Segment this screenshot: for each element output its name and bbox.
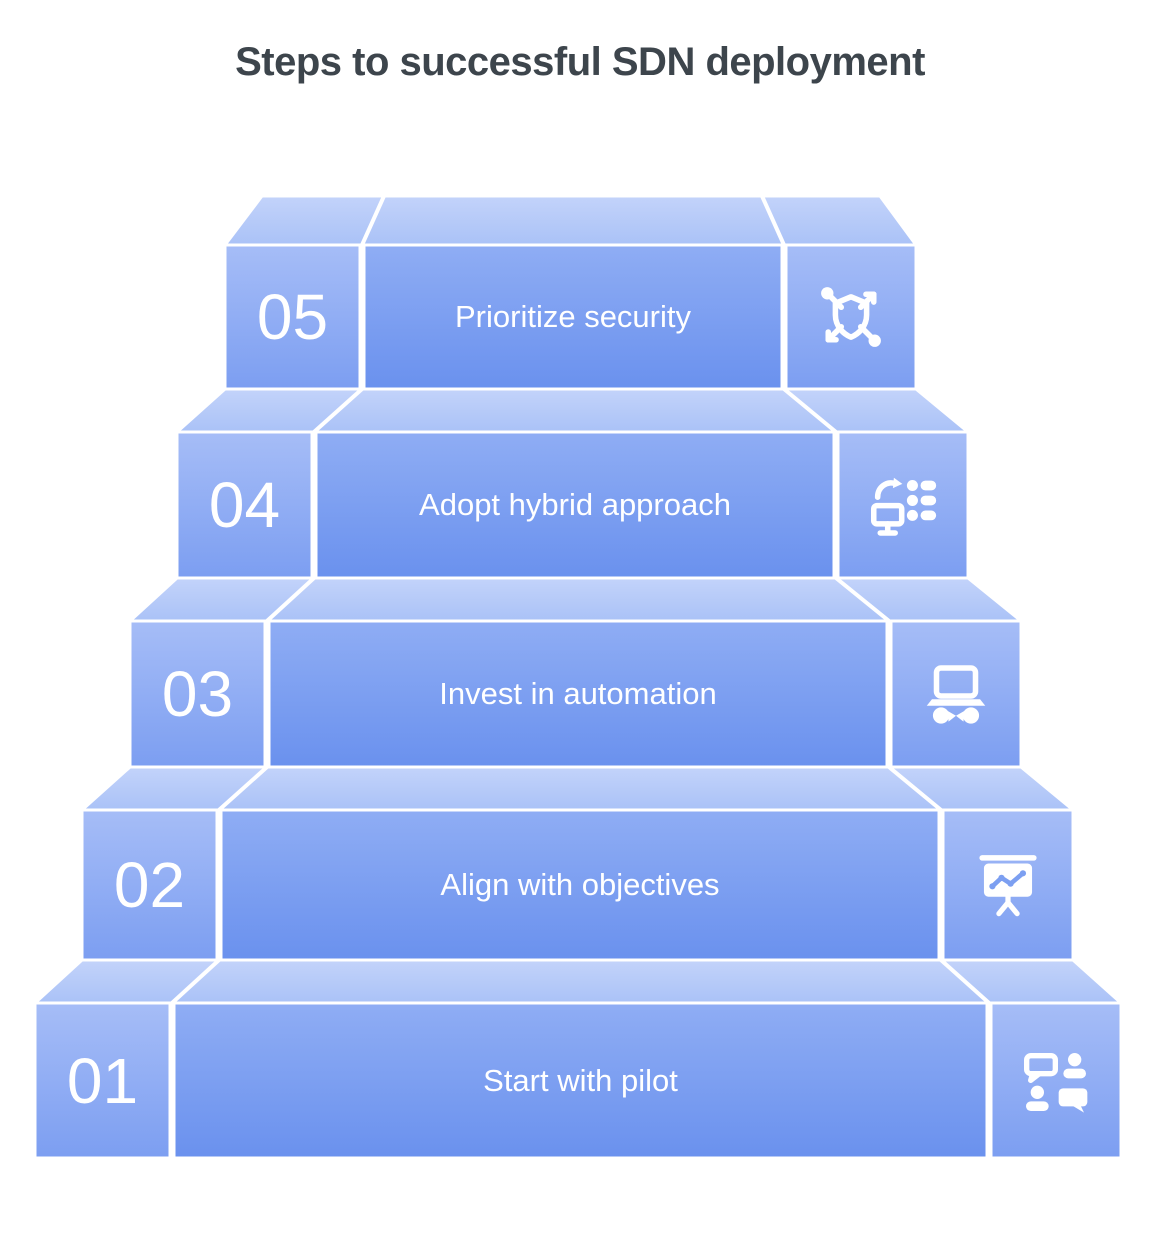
step-number: 03	[161, 658, 234, 730]
step-3-block	[128, 576, 1023, 769]
step-5-block	[223, 194, 918, 391]
step-4-number-face	[175, 430, 314, 580]
step-2-label-face	[219, 808, 941, 962]
step-2-block	[80, 765, 1075, 962]
discussion-icon	[991, 1003, 1121, 1158]
step-1-label-face	[172, 1001, 989, 1160]
step-4-label-face	[314, 430, 836, 580]
step-label: Prioritize security	[455, 299, 691, 334]
step-label: Start with pilot	[483, 1062, 678, 1098]
step-3-label-face	[267, 619, 889, 769]
hybrid-workflow-icon	[838, 432, 968, 578]
step-number: 02	[113, 849, 186, 921]
step-5-icon-face	[784, 243, 918, 391]
step-label: Invest in automation	[439, 676, 717, 711]
page-title: Steps to successful SDN deployment	[235, 40, 925, 84]
presentation-chart-icon	[943, 810, 1073, 960]
step-number: 05	[256, 281, 329, 353]
step-number: 04	[208, 469, 281, 541]
step-1-number-face	[33, 1001, 172, 1160]
step-1-icon-face	[989, 1001, 1123, 1160]
step-number: 01	[66, 1044, 139, 1117]
step-2-top-face	[80, 765, 1075, 812]
automation-laptop-icon	[891, 621, 1021, 767]
step-5-label-face	[362, 243, 784, 391]
security-network-icon	[786, 245, 916, 389]
step-5-number-face	[223, 243, 362, 391]
step-4-block	[175, 387, 970, 580]
step-3-number-face	[128, 619, 267, 769]
step-3-top-face	[128, 576, 1023, 623]
step-5-top-face	[223, 194, 918, 247]
step-4-top-face	[175, 387, 970, 434]
step-1-block	[33, 958, 1123, 1160]
step-label: Align with objectives	[440, 867, 720, 902]
step-label: Adopt hybrid approach	[419, 487, 731, 522]
